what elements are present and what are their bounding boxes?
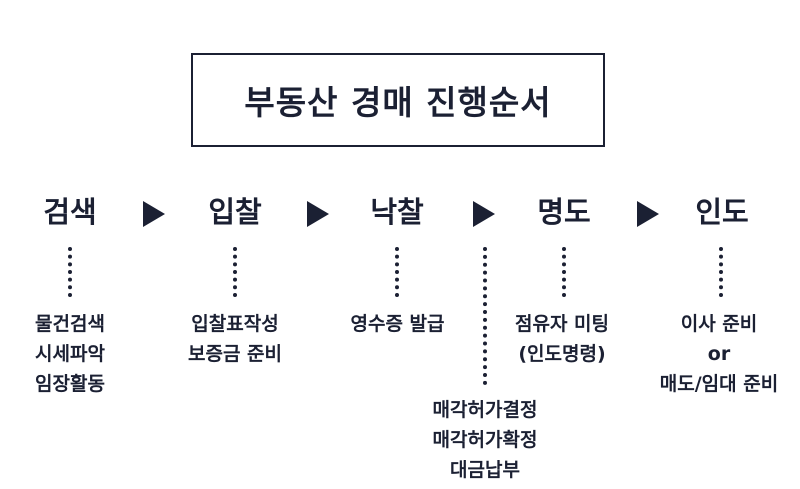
- dotted-connector: [719, 247, 727, 297]
- dotted-connector: [395, 247, 403, 297]
- detail-item: 보증금 준비: [187, 343, 282, 365]
- detail-item: 물건검색: [35, 313, 105, 335]
- detail-item: 매각허가결정: [432, 399, 538, 421]
- arrow-right-icon: [637, 201, 659, 227]
- detail-item: 영수증 발급: [350, 313, 445, 335]
- detail-item: 대금납부: [450, 459, 520, 481]
- details-handover: 이사 준비 or 매도/임대 준비: [638, 309, 800, 399]
- detail-item: 입찰표작성: [191, 313, 279, 335]
- detail-item: 매각허가확정: [432, 429, 538, 451]
- detail-item: 점유자 미팅: [514, 313, 609, 335]
- step-eviction: 명도: [537, 195, 591, 229]
- detail-item: (인도명령): [518, 343, 606, 365]
- step-search: 검색: [43, 195, 97, 229]
- detail-item: 시세파악: [35, 343, 105, 365]
- step-winning-bid: 낙찰: [370, 195, 424, 229]
- dotted-connector-long: [483, 247, 491, 385]
- detail-item: or: [707, 343, 731, 365]
- step-handover: 인도: [695, 195, 749, 229]
- detail-item: 이사 준비: [680, 313, 758, 335]
- arrow-right-icon: [473, 201, 495, 227]
- dotted-connector: [233, 247, 241, 297]
- arrow-right-icon: [307, 201, 329, 227]
- details-winning-bid-extra: 매각허가결정 매각허가확정 대금납부: [410, 395, 560, 485]
- arrow-right-icon: [143, 201, 165, 227]
- details-search: 물건검색 시세파악 임장활동: [0, 309, 140, 399]
- diagram-title: 부동산 경매 진행순서: [244, 83, 552, 122]
- details-winning-bid: 영수증 발급: [325, 309, 470, 339]
- title-box: 부동산 경매 진행순서: [191, 53, 605, 147]
- details-eviction: 점유자 미팅 (인도명령): [492, 309, 632, 369]
- dotted-connector: [562, 247, 570, 297]
- details-bid: 입찰표작성 보증금 준비: [160, 309, 310, 369]
- detail-item: 매도/임대 준비: [659, 373, 779, 395]
- dotted-connector: [68, 247, 76, 297]
- detail-item: 임장활동: [35, 373, 105, 395]
- step-bid: 입찰: [208, 195, 262, 229]
